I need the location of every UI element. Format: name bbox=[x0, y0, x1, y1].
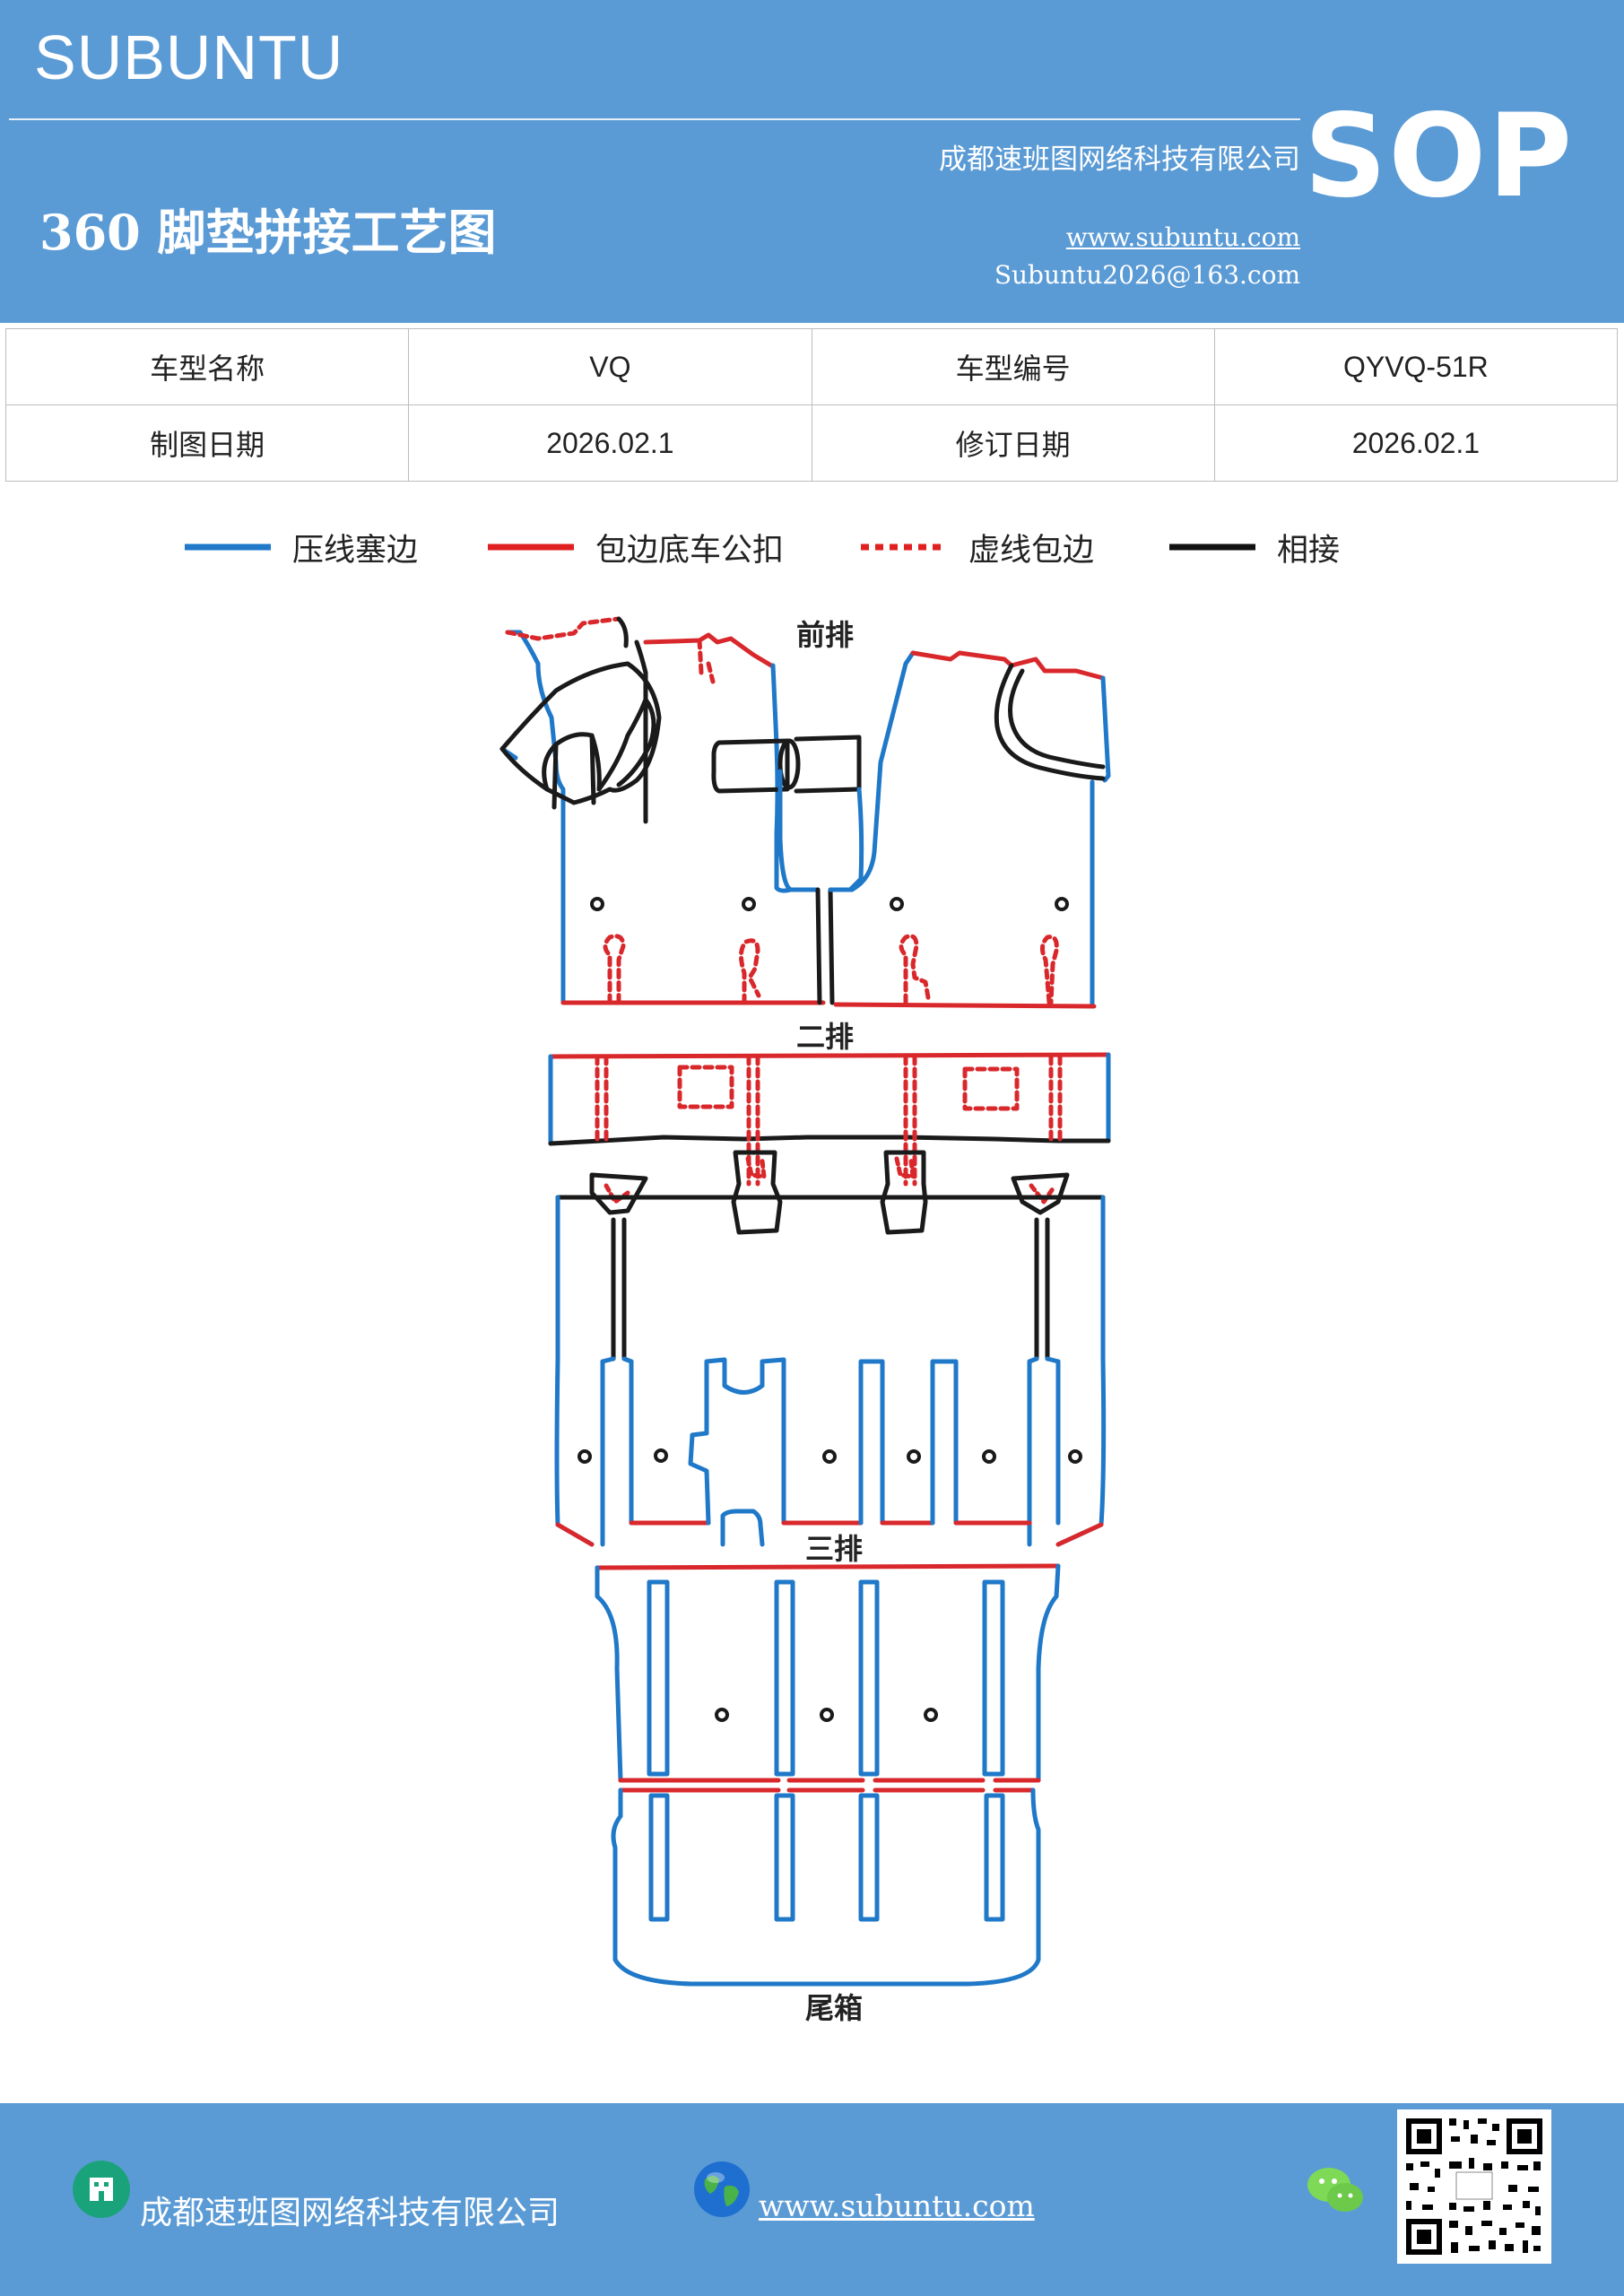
table-row: 制图日期 2026.02.1 修订日期 2026.02.1 bbox=[4, 404, 1619, 482]
trunk-mat bbox=[611, 1787, 1041, 1987]
second-row-strip bbox=[548, 1052, 1111, 1187]
building-icon bbox=[73, 2161, 130, 2218]
email-address: Subuntu2026@163.com bbox=[994, 260, 1300, 290]
footer-company-name: 成都速班图网络科技有限公司 bbox=[140, 2195, 560, 2231]
company-name: 成都速班图网络科技有限公司 bbox=[939, 144, 1300, 176]
label-front-row: 前排 bbox=[796, 618, 854, 652]
header-divider bbox=[9, 118, 1300, 120]
label-second-row: 二排 bbox=[796, 1020, 854, 1054]
model-name-value: VQ bbox=[408, 328, 812, 405]
legend-item-join: 相接 bbox=[1169, 520, 1340, 574]
qr-code bbox=[1397, 2109, 1551, 2264]
brand-name: SUBUNTU bbox=[34, 22, 344, 92]
globe-icon bbox=[694, 2161, 750, 2217]
legend-item-dashed-edge: 虚线包边 bbox=[861, 520, 1094, 574]
model-code-value: QYVQ-51R bbox=[1213, 328, 1619, 405]
third-row-mats bbox=[595, 1563, 1061, 1783]
revision-date-label: 修订日期 bbox=[811, 404, 1215, 482]
footer-website-link[interactable]: www.subuntu.com bbox=[759, 2188, 1035, 2223]
model-code-label: 车型编号 bbox=[811, 328, 1215, 405]
legend-item-edge-buckle: 包边底车公扣 bbox=[488, 520, 784, 574]
legend-swatch-red bbox=[488, 544, 574, 551]
legend-swatch-black bbox=[1169, 544, 1255, 551]
website-link[interactable]: www.subuntu.com bbox=[1065, 222, 1300, 252]
floor-mat-diagram: 前排 二排 三排 尾箱 bbox=[499, 616, 1111, 2025]
page-header: SUBUNTU 成都速班图网络科技有限公司 360 脚垫拼接工艺图 www.su… bbox=[0, 0, 1624, 323]
legend-swatch-blue bbox=[185, 544, 271, 551]
wechat-icon[interactable] bbox=[1304, 2163, 1367, 2217]
document-title: 360 脚垫拼接工艺图 bbox=[39, 204, 497, 261]
revision-date-value: 2026.02.1 bbox=[1213, 404, 1619, 482]
legend-label: 虚线包边 bbox=[968, 532, 1095, 569]
label-trunk: 尾箱 bbox=[805, 1991, 863, 2025]
legend-swatch-red-dotted bbox=[861, 544, 947, 551]
qr-code-pattern bbox=[1403, 2115, 1546, 2258]
legend-label: 相接 bbox=[1277, 532, 1341, 569]
vehicle-info-table: 车型名称 VQ 车型编号 QYVQ-51R 制图日期 2026.02.1 修订日… bbox=[4, 328, 1619, 482]
draw-date-label: 制图日期 bbox=[4, 404, 410, 482]
draw-date-value: 2026.02.1 bbox=[408, 404, 812, 482]
table-row: 车型名称 VQ 车型编号 QYVQ-51R bbox=[4, 328, 1619, 405]
second-row-mats bbox=[554, 1150, 1107, 1547]
legend-label: 包边底车公扣 bbox=[595, 532, 785, 569]
model-name-label: 车型名称 bbox=[4, 328, 410, 405]
legend-item-press-line: 压线塞边 bbox=[185, 520, 418, 574]
sop-badge: SOP bbox=[1304, 90, 1574, 223]
legend-label: 压线塞边 bbox=[292, 532, 419, 569]
label-third-row: 三排 bbox=[805, 1532, 863, 1566]
front-row-mats bbox=[499, 616, 1111, 1009]
